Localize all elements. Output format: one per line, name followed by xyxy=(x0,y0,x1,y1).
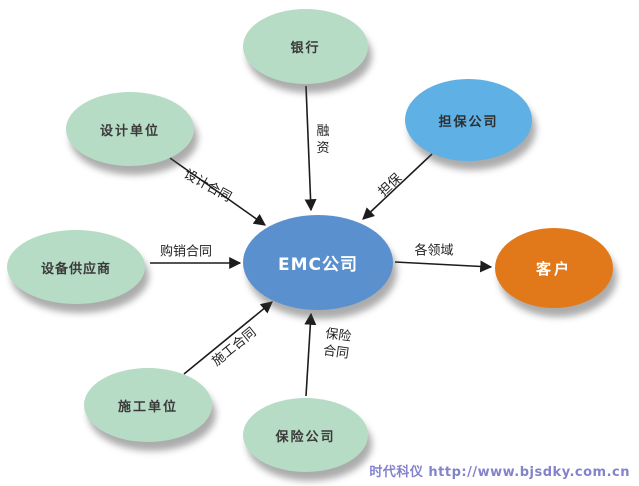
edge-emc-to-customer-arrow xyxy=(394,260,493,273)
edge-label-fields: 各领域 xyxy=(414,243,454,259)
node-bank: 银行 xyxy=(243,9,368,84)
edge-label-purchase-contract: 购销合同 xyxy=(159,244,213,260)
edge-label-financing: 融资 xyxy=(316,124,330,156)
node-emc-company: EMC公司 xyxy=(243,215,393,310)
node-customer: 客户 xyxy=(495,228,613,308)
edge-label-insurance-contract: 保险合同 xyxy=(322,326,353,362)
node-insurance-company-label: 保险公司 xyxy=(275,429,336,445)
node-construction-unit-label: 施工单位 xyxy=(117,399,178,415)
node-design-unit: 设计单位 xyxy=(66,92,194,166)
node-equipment-supplier-label: 设备供应商 xyxy=(40,261,111,277)
site-watermark: 时代科仪 http://www.bjsdky.com.cn xyxy=(369,465,630,480)
node-insurance-company: 保险公司 xyxy=(243,398,368,472)
node-bank-label: 银行 xyxy=(290,41,321,56)
node-guarantee-company: 担保公司 xyxy=(405,79,532,161)
node-construction-unit: 施工单位 xyxy=(84,368,212,442)
edge-bank-to-emc-arrow xyxy=(304,85,317,212)
node-design-unit-label: 设计单位 xyxy=(99,123,160,139)
node-emc-company-label: EMC公司 xyxy=(277,255,358,275)
edge-design-to-emc-arrow xyxy=(169,157,266,226)
node-customer-label: 客户 xyxy=(535,259,572,278)
node-equipment-supplier: 设备供应商 xyxy=(7,230,145,304)
edge-construction-to-emc-arrow xyxy=(183,301,273,375)
node-guarantee-company-label: 担保公司 xyxy=(438,114,499,130)
edge-guarantee-to-emc-arrow xyxy=(362,153,433,220)
edge-insurance-to-emc-arrow xyxy=(304,312,317,397)
